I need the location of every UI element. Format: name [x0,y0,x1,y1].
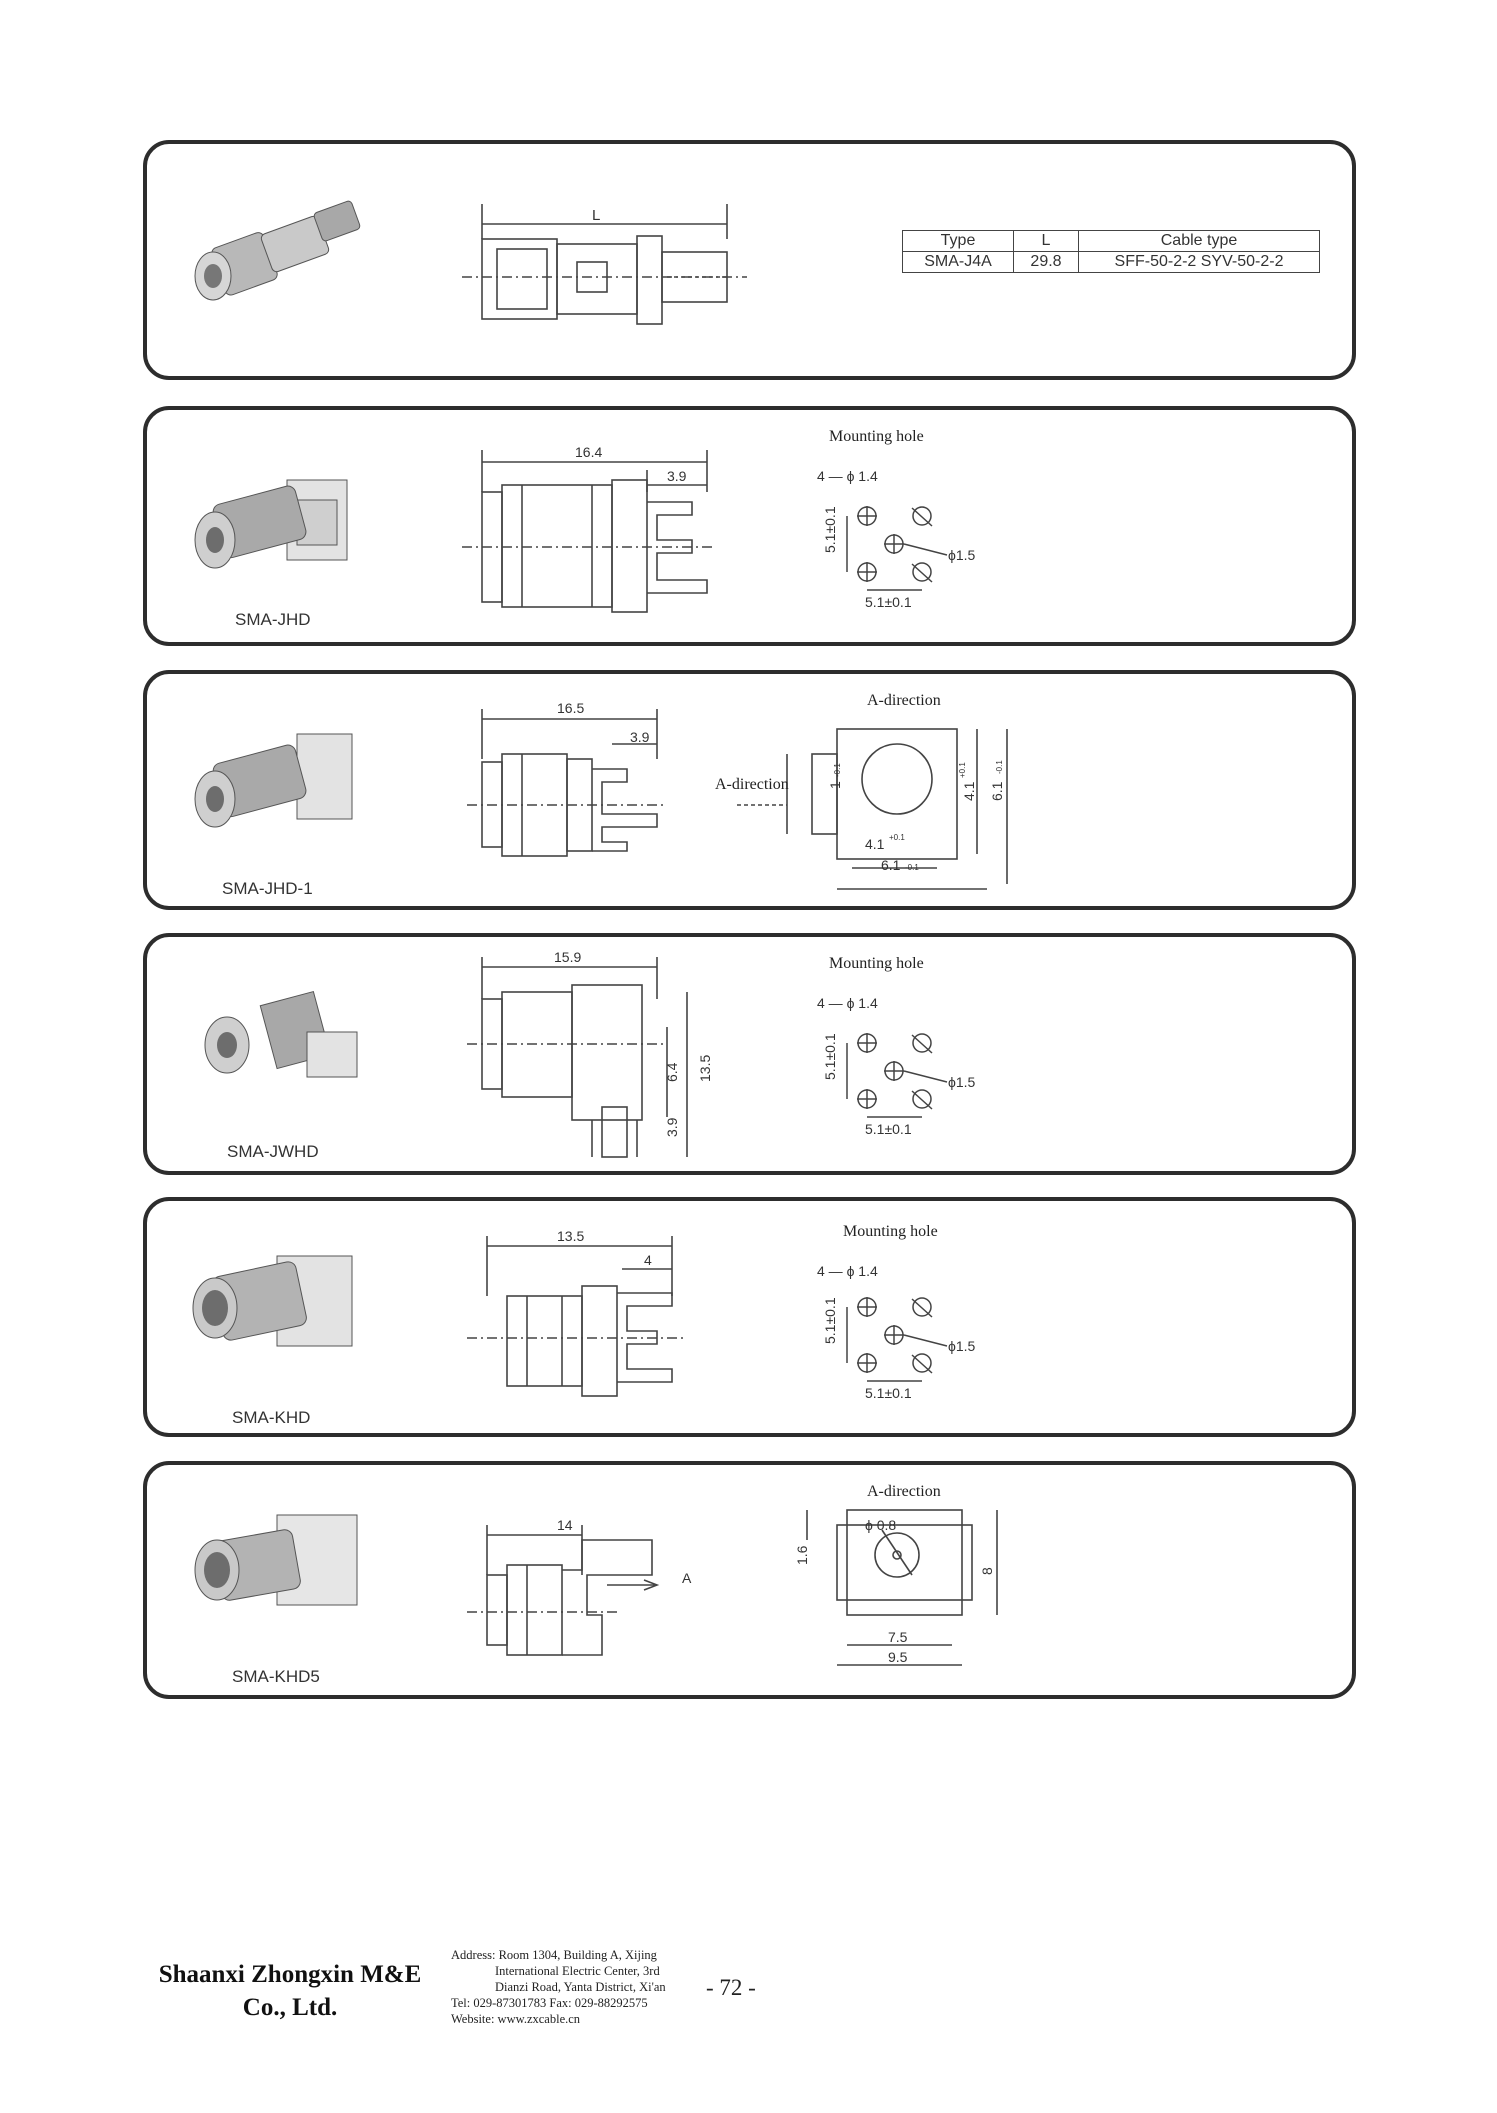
sma-jwhd-drawing [467,957,688,1158]
sma-jhd-1-drawings: 3.9 16.5 4.1 +0.1 6.1 -0.1 4.1 +0.1 6.1 … [194,700,1008,890]
sma-khd-drawing [467,1236,687,1397]
sma-j4a-length-label: L [592,207,600,224]
sma-jwhd-mounting-hole [846,1033,948,1118]
sma-jhd-length-label: 16.4 [575,444,602,460]
sma-j4a-drawings: L [194,200,747,325]
website: Website: www.zxcable.cn [451,2012,581,2026]
product-panel-sma-khd5: 14 A ϕ 0.8 1.6 8 7.5 9.5 A-direction SMA… [143,1461,1356,1699]
sma-jhd-1-outer-h-tol: -0.1 [995,760,1004,774]
sma-jhd-center-label: ϕ1.5 [948,547,976,563]
tel-fax: Tel: 029-87301783 Fax: 029-88292575 [451,1996,648,2010]
sma-khd-holes-label: 4 — ϕ 1.4 [817,1263,878,1279]
sma-khd5-length-label: 14 [557,1517,573,1533]
sma-jwhd-pitch-v: 5.1±0.1 [822,1033,838,1080]
sma-jwhd-h1: 6.4 [664,1062,680,1082]
sma-jhd-1-side: 1 [827,781,843,789]
sma-jhd-holes-label: 4 — ϕ 1.4 [817,468,878,484]
sma-khd-length-label: 13.5 [557,1228,584,1244]
sma-khd5-arrow-label: A [682,1570,692,1586]
sma-jhd-1-pin-label: 3.9 [630,729,650,745]
sma-jwhd-holes-label: 4 — ϕ 1.4 [817,995,878,1011]
sma-khd5-photo [194,1514,358,1606]
sma-khd-drawings: 13.5 4 5.1±0.1 5.1±0.1 4 — ϕ 1.4 ϕ1.5 [192,1228,976,1401]
product-panel-sma-j4a: L Type L Cable type SMA-J4A 29.8 SFF-50-… [143,140,1356,380]
sma-khd-mounting-hole [846,1297,948,1382]
sma-jhd-1-inner-w-tol: +0.1 [889,833,905,842]
table-header-row: Type L Cable type [902,230,1320,252]
footer-address: Address: Room 1304, Building A, Xijing I… [451,1947,696,2027]
page-number: - 72 - [706,1975,756,2000]
sma-j4a-photo [194,200,361,301]
product-panel-sma-jhd: 16.4 3.9 5.1±0.1 5.1±0.1 4 — ϕ 1.4 ϕ1.5 … [143,406,1356,646]
product-panel-sma-jwhd: 15.9 6.4 3.9 13.5 5.1±0.1 5.1±0.1 4 — ϕ … [143,933,1356,1175]
sma-khd-pin-label: 4 [644,1252,652,1268]
sma-jhd-1-arrow-label: A-direction [715,776,789,793]
sma-khd-caption: Mounting hole [843,1223,938,1240]
sma-jhd-1-length-label: 16.5 [557,700,584,716]
sma-jwhd-center-label: ϕ1.5 [948,1074,976,1090]
sma-jhd-1-photo [194,733,353,828]
sma-khd5-height-label: 8 [979,1567,995,1575]
sma-khd5-outer-w: 9.5 [888,1649,908,1665]
sma-jhd-pitch-h: 5.1±0.1 [865,594,912,610]
sma-khd5-name: SMA-KHD5 [232,1667,320,1686]
sma-khd-photo [192,1255,353,1347]
sma-jhd-1-inner-h-tol: +0.1 [958,762,967,778]
sma-khd5-drawings: 14 A ϕ 0.8 1.6 8 7.5 9.5 [194,1509,998,1666]
sma-khd-name: SMA-KHD [232,1408,311,1427]
company-line-2: Co., Ltd. [242,1994,338,2021]
header-type: Type [902,230,1014,252]
product-panel-sma-khd: 13.5 4 5.1±0.1 5.1±0.1 4 — ϕ 1.4 ϕ1.5 Mo… [143,1197,1356,1437]
header-l: L [1013,230,1079,252]
sma-jhd-1-outer-w: 6.1 [881,857,901,873]
sma-jhd-1-caption: A-direction [867,692,941,709]
sma-khd5-drawing [467,1509,998,1666]
sma-jhd-pitch-v: 5.1±0.1 [822,506,838,553]
sma-jwhd-name: SMA-JWHD [227,1142,319,1161]
sma-khd5-side-label: 1.6 [794,1545,810,1565]
sma-jhd-1-outer-h: 6.1 [989,781,1005,801]
company-line-1: Shaanxi Zhongxin M&E [158,1961,422,1988]
footer-company-name: Shaanxi Zhongxin M&E Co., Ltd. [145,1958,435,2024]
sma-jhd-1-outer-w-tol: -0.1 [905,863,919,872]
sma-khd5-hole-label: ϕ 0.8 [865,1517,896,1533]
sma-jhd-pin-label: 3.9 [667,468,687,484]
sma-khd-pitch-h: 5.1±0.1 [865,1385,912,1401]
sma-jhd-mounting-hole [846,506,948,591]
sma-khd5-inner-w: 7.5 [888,1629,908,1645]
sma-jwhd-h2: 3.9 [664,1117,680,1137]
sma-j4a-spec-table: Type L Cable type SMA-J4A 29.8 SFF-50-2-… [902,230,1320,273]
sma-jhd-1-side-tol: -0.1 [833,763,842,777]
sma-jwhd-h3: 13.5 [697,1055,713,1082]
sma-jhd-1-inner-h: 4.1 [961,781,977,801]
address-line-3: Dianzi Road, Yanta District, Xi'an [495,1980,666,1994]
sma-j4a-drawing [462,204,747,325]
product-panel-sma-jhd-1: 3.9 16.5 4.1 +0.1 6.1 -0.1 4.1 +0.1 6.1 … [143,670,1356,910]
table-row: SMA-J4A 29.8 SFF-50-2-2 SYV-50-2-2 [902,251,1320,273]
sma-jwhd-length-label: 15.9 [554,949,581,965]
address-line-1: Address: Room 1304, Building A, Xijing [451,1948,657,1962]
sma-jhd-drawings: 16.4 3.9 5.1±0.1 5.1±0.1 4 — ϕ 1.4 ϕ1.5 [194,444,976,613]
sma-jwhd-pitch-h: 5.1±0.1 [865,1121,912,1137]
sma-jhd-photo [194,479,348,569]
cell-cable-type: SFF-50-2-2 SYV-50-2-2 [1078,251,1320,273]
sma-jwhd-caption: Mounting hole [829,955,924,972]
sma-khd-pitch-v: 5.1±0.1 [822,1297,838,1344]
sma-jwhd-photo [204,990,358,1078]
sma-jhd-1-inner-w: 4.1 [865,836,885,852]
sma-khd-center-label: ϕ1.5 [948,1338,976,1354]
sma-jhd-caption: Mounting hole [829,428,924,445]
sma-jhd-name: SMA-JHD [235,610,311,629]
sma-jhd-1-name: SMA-JHD-1 [222,879,313,898]
header-cable-type: Cable type [1078,230,1320,252]
cell-type: SMA-J4A [902,251,1014,273]
address-line-2: International Electric Center, 3rd [495,1964,660,1978]
sma-khd5-caption: A-direction [867,1483,941,1500]
cell-l: 29.8 [1013,251,1079,273]
sma-jhd-drawing [462,450,712,613]
sma-jhd-1-drawing [467,709,1008,890]
sma-jwhd-drawings: 15.9 6.4 3.9 13.5 5.1±0.1 5.1±0.1 4 — ϕ … [204,949,976,1158]
